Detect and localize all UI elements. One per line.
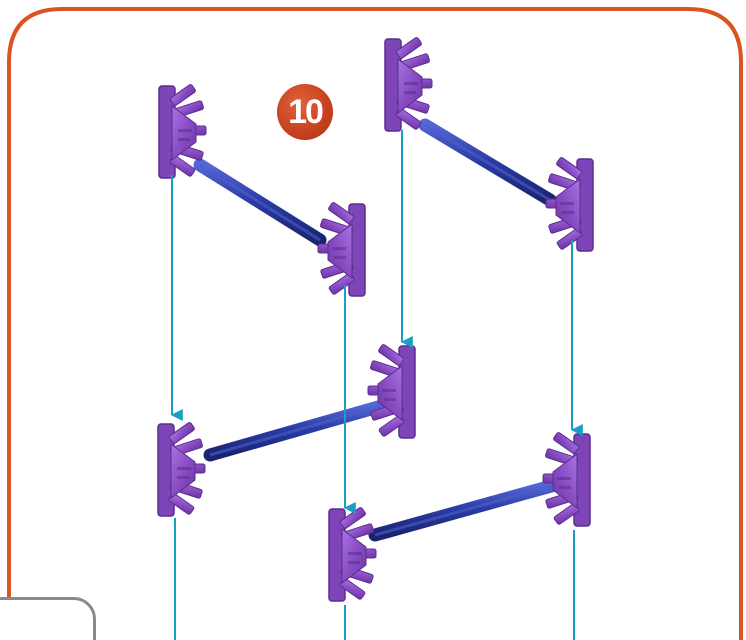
panel-frame	[9, 9, 741, 640]
guide-arrows	[172, 130, 574, 640]
step-number-badge: 10	[277, 84, 333, 140]
lower-back-assembly	[158, 344, 415, 516]
step-number-label: 10	[288, 95, 322, 129]
lower-front-assembly	[329, 432, 590, 601]
upper-right-assembly	[385, 37, 593, 251]
upper-left-assembly	[159, 84, 365, 296]
corner-tab	[0, 597, 96, 640]
